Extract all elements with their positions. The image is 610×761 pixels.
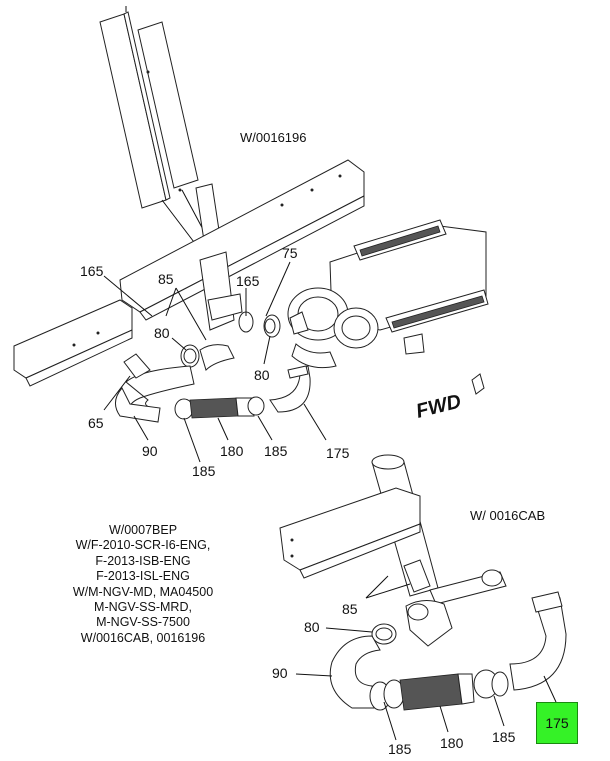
callout-85-top: 85 [158, 271, 174, 287]
callout-80-left: 80 [154, 325, 170, 341]
highlighted-part-175[interactable]: 175 [536, 702, 578, 744]
variant-label-bottom: W/ 0016CAB [470, 508, 545, 523]
note-line: M-NGV-SS-MRD, [94, 600, 192, 615]
callout-75: 75 [282, 245, 298, 261]
bottom-callouts: 85 80 90 185 180 185 [272, 601, 516, 757]
callout-90-top: 90 [142, 443, 158, 459]
callout-80-right: 80 [254, 367, 270, 383]
note-line: W/0016CAB, 0016196 [80, 630, 206, 645]
callout-85-bottom: 85 [342, 601, 358, 617]
note-line: F-2013-ISL-ENG [96, 569, 190, 584]
callout-185-bottom-right: 185 [492, 729, 516, 745]
variant-label-top: W/0016196 [240, 130, 307, 145]
note-line: M-NGV-SS-7500 [96, 615, 190, 630]
callout-165-right: 165 [236, 273, 260, 289]
callout-175-top: 175 [326, 445, 350, 461]
callout-185-bottom-left: 185 [388, 741, 412, 757]
callout-165-left: 165 [80, 263, 104, 279]
callout-180-bottom: 180 [440, 735, 464, 751]
top-leader-lines [103, 261, 327, 463]
callout-90-bottom: 90 [272, 665, 288, 681]
forward-arrow-icon [471, 373, 485, 395]
top-assembly-drawing [13, 6, 489, 423]
note-line: W/0007BEP [108, 523, 178, 537]
callout-80-bottom: 80 [304, 619, 320, 635]
callout-180-top: 180 [220, 443, 244, 459]
forward-direction-indicator: FWD [414, 373, 485, 423]
applicability-notes: W/0007BEP W/F-2010-SCR-I6-ENG, F-2013-IS… [58, 523, 228, 646]
bottom-assembly-drawing [279, 454, 567, 711]
note-line: W/M-NGV-MD, MA04500 [72, 584, 214, 599]
bottom-leader-lines [295, 575, 557, 741]
top-callouts: 165 85 75 165 80 80 65 90 185 180 185 17… [80, 245, 350, 479]
callout-185-top-right: 185 [264, 443, 288, 459]
forward-label: FWD [414, 390, 464, 422]
note-line: F-2013-ISB-ENG [95, 553, 191, 568]
callout-65: 65 [88, 415, 104, 431]
note-line: W/F-2010-SCR-I6-ENG, [75, 538, 211, 553]
callout-185-top-left: 185 [192, 463, 216, 479]
